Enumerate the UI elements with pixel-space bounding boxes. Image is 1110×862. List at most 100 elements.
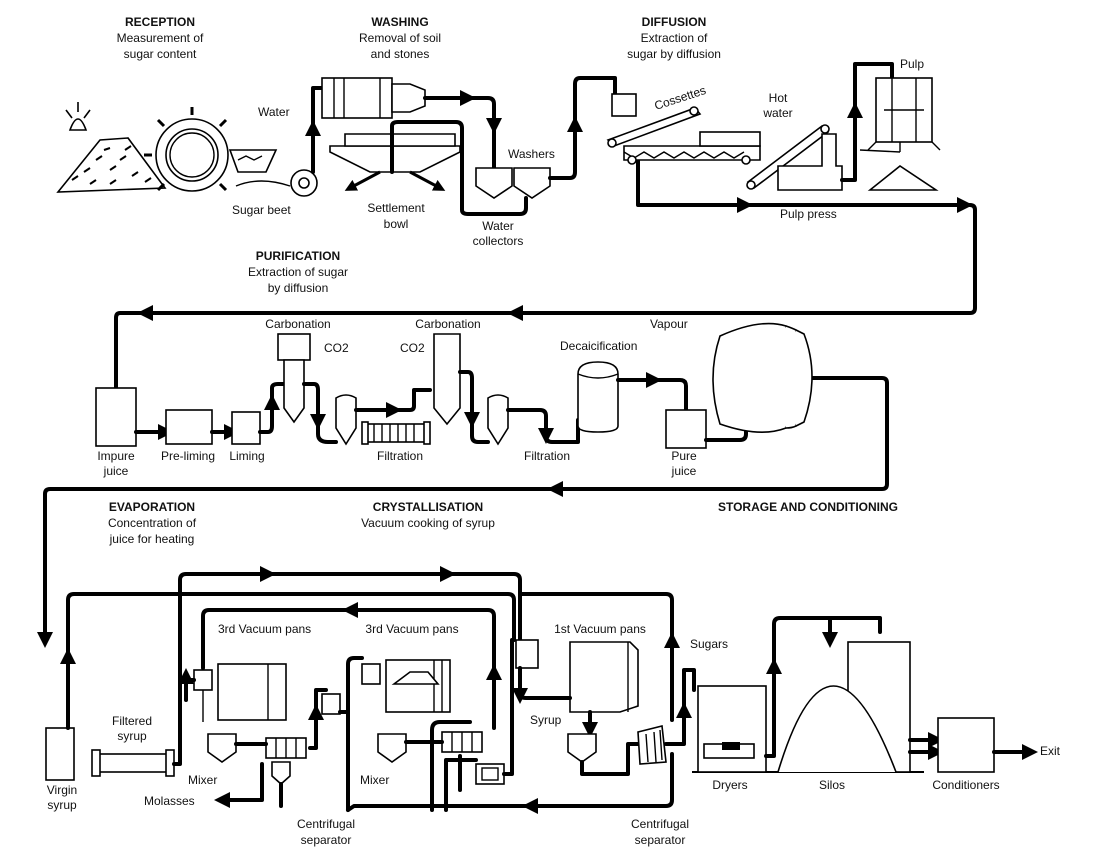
evaporation-title: EVAPORATION: [109, 500, 195, 514]
pre-liming-label: Pre-liming: [161, 449, 215, 463]
conditioners: [937, 717, 995, 773]
vapour-label: Vapour: [650, 317, 688, 331]
settler-1: [335, 394, 357, 446]
impure-juice-label-2: juice: [103, 464, 129, 478]
press-to-pulp-pipe: [840, 62, 894, 182]
pulp-silo: [859, 77, 941, 191]
water-collectors-label-2: collectors: [473, 234, 524, 248]
section-washing: WASHING Removal of soil and stones: [359, 15, 441, 61]
hot-water-label-2: water: [762, 106, 792, 120]
virgin-syrup-loop: [66, 592, 516, 730]
settlement-bowl: [329, 120, 464, 191]
bottom-return-pipe: [346, 752, 674, 812]
dryers: [697, 685, 767, 773]
settler2-to-decalc-pipe: [506, 408, 580, 444]
pulp-label: Pulp: [900, 57, 924, 71]
impure-juice-tank: [95, 387, 137, 447]
pulp-press-label: Pulp press: [780, 207, 837, 221]
diffusion-desc-1: Extraction of: [641, 31, 708, 45]
sugar-beet-hopper: [228, 149, 318, 197]
pure-juice-tank: [665, 409, 707, 449]
liming-tank: [231, 411, 261, 445]
section-reception: RECEPTION Measurement of sugar content: [117, 15, 204, 61]
sep2-pipe-a: [430, 720, 472, 812]
pan-b-left-loop: [346, 656, 364, 812]
carbonation-tank-1: [277, 333, 311, 424]
silos: [777, 641, 911, 773]
liming-label: Liming: [229, 449, 264, 463]
centrifugal-separator-1: [265, 737, 307, 786]
pan1-feed: [518, 666, 572, 700]
reception-desc-2: sugar content: [124, 47, 197, 61]
decalcification-label: Decaicification: [560, 339, 637, 353]
cossettes-label: Cossettes: [653, 83, 708, 113]
sep2-pipe-b: [444, 758, 478, 812]
vacuum-pans-3rd-a-label: 3rd Vacuum pans: [218, 622, 311, 636]
collector-loop: [460, 148, 528, 216]
sugar-beet-label: Sugar beet: [232, 203, 291, 217]
purification-desc-1: Extraction of sugar: [248, 265, 348, 279]
centrifugal-1-label-a: Centrifugal: [297, 817, 355, 831]
pre-liming-tank: [165, 409, 213, 445]
syrup-filter: [91, 749, 175, 777]
purification-title: PURIFICATION: [256, 249, 340, 263]
molasses-pipe: [214, 762, 264, 808]
washing-drum: [321, 77, 426, 119]
vacuum-pan-1st: [515, 639, 639, 713]
virgin-syrup-tank: [45, 727, 75, 781]
washing-title: WASHING: [371, 15, 428, 29]
washers-label: Washers: [508, 147, 555, 161]
washers: [475, 167, 551, 199]
centrifugal-1-label-b: separator: [301, 833, 352, 847]
filtered-syrup-label-1: Filtered: [112, 714, 152, 728]
vacuum-pans-1st-label: 1st Vacuum pans: [554, 622, 646, 636]
centrifugal-2-label-b: separator: [635, 833, 686, 847]
evaporation-desc-2: juice for heating: [109, 532, 195, 546]
washing-desc-2: and stones: [371, 47, 430, 61]
syrup-label: Syrup: [530, 713, 562, 727]
pure-to-storage-pipe: [704, 428, 748, 442]
dryers-label: Dryers: [712, 778, 747, 792]
vacuum-pan-3rd-b: [321, 659, 451, 715]
washing-desc-1: Removal of soil: [359, 31, 441, 45]
centrifugal-2-label-a: Centrifugal: [631, 817, 689, 831]
settler1-to-carb2-pipe: [354, 388, 432, 412]
carbonation-label-2: Carbonation: [415, 317, 480, 331]
impure-juice-label-1: Impure: [97, 449, 135, 463]
diffusion-desc-2: sugar by diffusion: [627, 47, 721, 61]
reception-title: RECEPTION: [125, 15, 195, 29]
diffusion-title: DIFFUSION: [642, 15, 707, 29]
dryers-to-silos-pipe: [764, 616, 882, 758]
diffuser: [606, 93, 761, 165]
section-purification: PURIFICATION Extraction of sugar by diff…: [248, 249, 348, 295]
filtered-syrup-loop: [172, 572, 522, 766]
settler-2: [487, 394, 509, 446]
reception-wheel: [144, 107, 240, 192]
virgin-syrup-label-1: Virgin: [47, 783, 77, 797]
section-diffusion: DIFFUSION Extraction of sugar by diffusi…: [627, 15, 721, 61]
mixer-label-2: Mixer: [360, 773, 389, 787]
water-collectors-label-1: Water: [482, 219, 514, 233]
mixer-3: [567, 733, 597, 763]
centrifugal-separator-2: [441, 731, 505, 785]
carbonation-tank-2: [433, 333, 461, 426]
reception-desc-1: Measurement of: [117, 31, 204, 45]
filtration-label-1: Filtration: [377, 449, 423, 463]
virgin-syrup-label-2: syrup: [47, 798, 77, 812]
crystallisation-title: CRYSTALLISATION: [373, 500, 483, 514]
sugars-label: Sugars: [690, 637, 728, 651]
mixer3-to-centrifugal: [580, 742, 640, 776]
sugars-pipe: [664, 668, 696, 746]
storage-title: STORAGE AND CONDITIONING: [718, 500, 898, 514]
storage-tank: [712, 322, 813, 433]
centrifugal-separator-3: [637, 725, 667, 765]
decalcification-tank: [577, 361, 619, 433]
filtered-syrup-label-2: syrup: [117, 729, 147, 743]
pulp-press: [746, 124, 843, 191]
mixer-1: [207, 733, 237, 763]
pure-juice-label-1: Pure: [671, 449, 697, 463]
filtration-label-2: Filtration: [524, 449, 570, 463]
exit-label: Exit: [1040, 744, 1061, 758]
right-return-pipe: [518, 592, 674, 722]
settlement-bowl-label-2: bowl: [384, 217, 409, 231]
